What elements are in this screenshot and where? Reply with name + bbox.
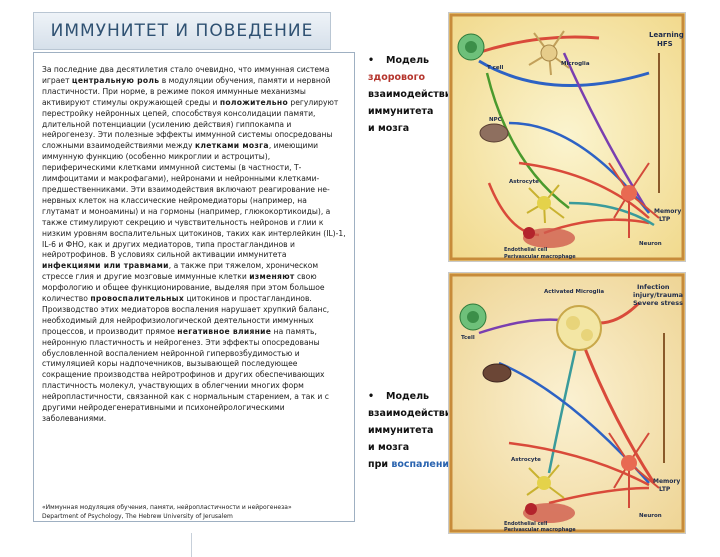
body-text-run: За последние два десятилетия стало очеви… [42, 65, 330, 85]
body-emphasis: провоспалительных [90, 294, 185, 304]
label-perivascular: Perivascular macrophage [504, 527, 576, 533]
bullet-line: и мозга [368, 123, 410, 134]
label-ltp: LTP [659, 216, 671, 223]
body-emphasis: негативное влияние [177, 326, 272, 336]
label-endothelial: Endothelial cell [504, 247, 548, 253]
label-microglia: Microglia [561, 61, 590, 67]
label-tcell: Tcell [461, 335, 475, 341]
label-learning: Learning [649, 31, 684, 39]
body-emphasis: клетками мозга [194, 141, 269, 151]
figure-inflammation-model: Activated Microglia Infection injury/tra… [448, 272, 686, 534]
bullet-marker: • [368, 391, 375, 402]
body-emphasis: изменяют [249, 272, 295, 282]
footnote-affiliation: Department of Psychology, The Hebrew Uni… [42, 513, 233, 520]
body-text-run: на память, нейронную пластичность и нейр… [42, 326, 329, 423]
label-memory: Memory [654, 208, 681, 215]
body-emphasis: центральную роль [71, 75, 160, 85]
body-text-run: свою морфологию и общее функционирование… [42, 272, 325, 304]
label-astrocyte: Astrocyte [511, 457, 541, 463]
footnote-divider [191, 533, 192, 557]
label-injury: injury/trauma [633, 291, 683, 299]
diagram-inflammation: Activated Microglia Infection injury/tra… [449, 273, 685, 533]
diagram-healthy: T cell Microglia Learning HFS NPC Astroc… [449, 13, 685, 261]
bullet-healthy-model: • Модель здорового взаимодействия иммунит… [368, 52, 486, 137]
text-panel: За последние два десятилетия стало очеви… [33, 52, 355, 557]
bullet-line: и мозга [368, 442, 410, 453]
bullet-line: при [368, 459, 392, 470]
body-text-run: , а также при тяжелом, хроническом стрес… [42, 261, 319, 282]
figure-healthy-model: T cell Microglia Learning HFS NPC Astroc… [448, 12, 686, 262]
body-emphasis: положительно [219, 97, 288, 107]
bullet-line-accent: здорового [368, 72, 426, 83]
bullet-line: Модель [386, 391, 430, 402]
label-memory: Memory [653, 478, 680, 485]
slide-title-box: ИММУНИТЕТ И ПОВЕДЕНИЕ [33, 12, 331, 50]
bullet-line-accent: воспалении. [391, 459, 460, 470]
body-text-run: цитокинов и простагландинов. Производств… [42, 294, 330, 336]
label-neuron: Neuron [639, 241, 662, 247]
label-tcell: T cell [487, 65, 504, 71]
label-ltp: LTP [659, 486, 671, 493]
label-activated-microglia: Activated Microglia [544, 289, 604, 295]
bullet-line: взаимодействия [368, 408, 458, 419]
bullet-line: Модель [386, 55, 430, 66]
label-neuron: Neuron [639, 513, 662, 519]
body-emphasis: инфекциями или травмами [42, 261, 169, 271]
label-astrocyte: Astrocyte [509, 179, 539, 185]
bullet-line: взаимодействия [368, 89, 458, 100]
footnote-citation: «Иммунная модуляция обучения, памяти, не… [42, 504, 292, 511]
slide-title: ИММУНИТЕТ И ПОВЕДЕНИЕ [50, 21, 314, 41]
bullet-line: иммунитета [368, 425, 434, 436]
label-endothelial: Endothelial cell [504, 521, 548, 527]
bullet-inflammation-model: • Модель взаимодействия иммунитета и мозг… [368, 388, 486, 473]
body-text-run: , имеющими иммунную функцию (особенно ми… [42, 141, 346, 260]
body-text-run: в модуляции обучения, памяти и нервной п… [42, 75, 331, 107]
bullet-marker: • [368, 55, 375, 66]
body-paragraph: За последние два десятилетия стало очеви… [42, 65, 346, 425]
label-infection: Infection [637, 283, 670, 291]
label-perivascular: Perivascular macrophage [504, 254, 576, 260]
body-text-run: регулируют перестройку нейронных цепей, … [42, 97, 339, 151]
label-severe-stress: Severe stress [633, 299, 683, 307]
footnote: «Иммунная модуляция обучения, памяти, не… [42, 503, 292, 521]
label-hfs: HFS [657, 40, 673, 48]
bullet-line: иммунитета [368, 106, 434, 117]
label-npc: NPC [489, 117, 502, 123]
